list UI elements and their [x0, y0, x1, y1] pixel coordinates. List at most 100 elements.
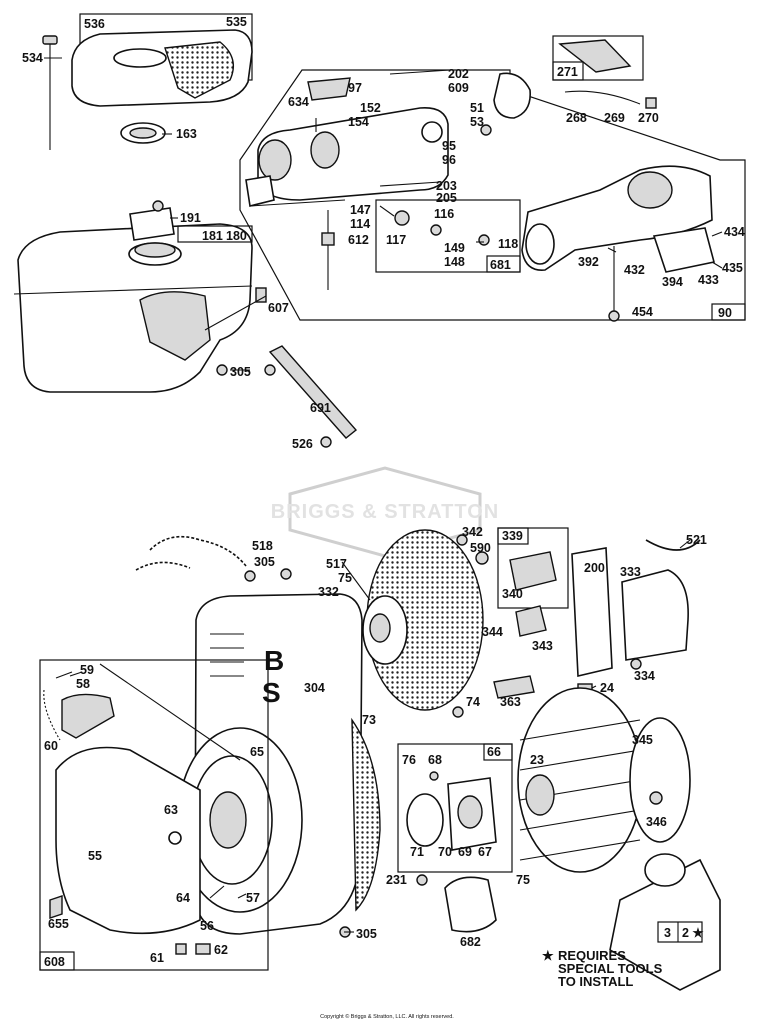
label-51: 51 — [470, 101, 484, 115]
clip-655 — [49, 895, 63, 919]
label-205: 205 — [436, 191, 457, 205]
note-star: ★ — [542, 948, 554, 963]
label-607: 607 — [268, 301, 289, 315]
fuel-tank-assembly — [13, 200, 358, 448]
label-60: 60 — [44, 739, 58, 753]
label-61: 61 — [150, 951, 164, 965]
label-340: 340 — [502, 587, 523, 601]
starter-handle-60 — [61, 693, 115, 739]
label-268: 268 — [566, 111, 587, 125]
label-590: 590 — [470, 541, 491, 555]
rewind-starter-assembly — [39, 659, 269, 971]
flywheel-assembly — [397, 687, 721, 991]
diaphragm-394 — [652, 227, 715, 273]
box-label-90: 90 — [718, 306, 732, 320]
label-152: 152 — [360, 101, 381, 115]
copyright-text: Copyright © Briggs & Stratton, LLC. All … — [320, 1013, 454, 1020]
note-line-3: TO INSTALL — [558, 974, 633, 989]
label-332: 332 — [318, 585, 339, 599]
label-55: 55 — [88, 849, 102, 863]
box-label-536: 536 — [84, 17, 105, 31]
box-label-271: 271 — [557, 65, 578, 79]
clutch-76 — [406, 793, 444, 847]
choke-271 — [558, 39, 632, 73]
label-191: 191 — [180, 211, 201, 225]
box-681 — [375, 199, 521, 273]
gasket-51 — [493, 72, 531, 119]
screw-534 — [42, 35, 58, 45]
label-305-a: 305 — [230, 365, 251, 379]
special-tools-note: ★ REQUIRES SPECIAL TOOLS TO INSTALL — [542, 948, 663, 989]
label-23: 23 — [530, 753, 544, 767]
label-58: 58 — [76, 677, 90, 691]
needle-454 — [608, 310, 620, 322]
part-labels: 536 535 534 163 191 181 180 607 305 691 … — [22, 15, 745, 969]
label-433: 433 — [698, 273, 719, 287]
screw-74 — [452, 706, 464, 718]
leader-lines — [44, 57, 723, 933]
screen-73 — [351, 717, 381, 912]
label-75-a: 75 — [338, 571, 352, 585]
label-432: 432 — [624, 263, 645, 277]
label-270: 270 — [638, 111, 659, 125]
label-609: 609 — [448, 81, 469, 95]
box-66 — [397, 743, 513, 873]
label-63: 63 — [164, 803, 178, 817]
label-691: 691 — [310, 401, 331, 415]
label-95: 95 — [442, 139, 456, 153]
label-114: 114 — [350, 217, 370, 231]
label-345: 345 — [632, 733, 653, 747]
label-334: 334 — [634, 669, 655, 683]
label-118: 118 — [498, 237, 518, 251]
part-61 — [175, 943, 187, 955]
box-label-180: 180 — [226, 229, 247, 243]
box-label-2: 2 ★ — [682, 926, 704, 940]
label-67: 67 — [478, 845, 492, 859]
screw-346 — [649, 791, 663, 805]
label-57: 57 — [246, 891, 260, 905]
box-90 — [239, 69, 746, 321]
screw-53 — [480, 124, 492, 136]
label-346: 346 — [646, 815, 667, 829]
label-181: 181 — [202, 229, 223, 243]
flywheel-345 — [629, 717, 691, 843]
spring-63 — [168, 831, 182, 845]
label-269: 269 — [604, 111, 625, 125]
label-305-c: 305 — [356, 927, 377, 941]
label-75-b: 75 — [516, 873, 530, 887]
blower-housing-assembly: B S — [135, 535, 381, 938]
label-200: 200 — [584, 561, 605, 575]
box-label-608: 608 — [44, 955, 65, 969]
gasket-191 — [129, 207, 175, 241]
carburetor-body — [257, 107, 449, 201]
label-203: 203 — [436, 179, 457, 193]
throttle-lever-97 — [307, 77, 351, 101]
breaker-340 — [509, 551, 557, 591]
label-534: 534 — [22, 51, 43, 65]
box-label-3: 3 — [664, 926, 671, 940]
label-612: 612 — [348, 233, 369, 247]
wire-518 — [149, 535, 247, 567]
tank-bracket — [139, 291, 211, 361]
label-526: 526 — [292, 437, 313, 451]
box-label-66: 66 — [487, 745, 501, 759]
label-68: 68 — [428, 753, 442, 767]
briggs-stratton-watermark: BRIGGS & STRATTON — [271, 466, 498, 558]
label-434: 434 — [724, 225, 745, 239]
label-231: 231 — [386, 873, 407, 887]
terminal-363 — [493, 675, 535, 699]
cover-200 — [571, 547, 613, 677]
label-682: 682 — [460, 935, 481, 949]
air-cleaner-assembly — [42, 13, 253, 150]
label-73: 73 — [362, 713, 376, 727]
cup-682 — [444, 876, 497, 933]
crankcase-partial — [609, 858, 721, 991]
label-333: 333 — [620, 565, 641, 579]
label-517: 517 — [326, 557, 347, 571]
label-117: 117 — [386, 233, 406, 247]
logo-s: S — [262, 677, 281, 708]
label-59: 59 — [80, 663, 94, 677]
box-label-681: 681 — [490, 258, 511, 272]
label-96: 96 — [442, 153, 456, 167]
